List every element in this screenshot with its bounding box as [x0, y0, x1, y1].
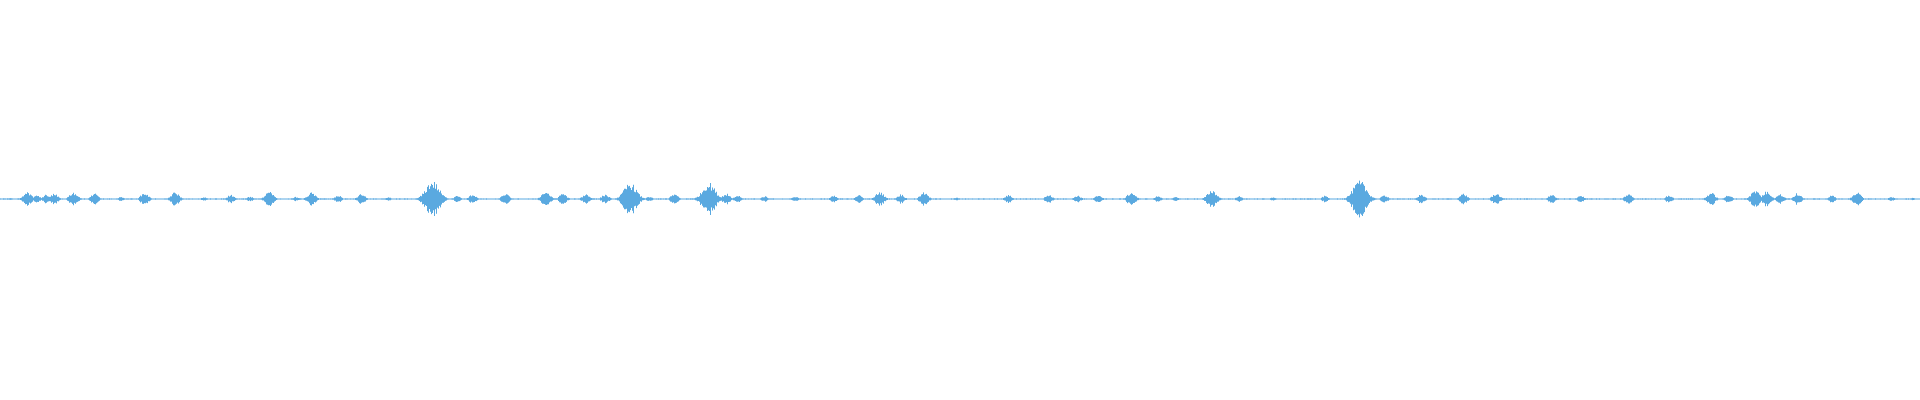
waveform-bars — [0, 180, 1920, 218]
waveform-trace — [0, 180, 1920, 218]
